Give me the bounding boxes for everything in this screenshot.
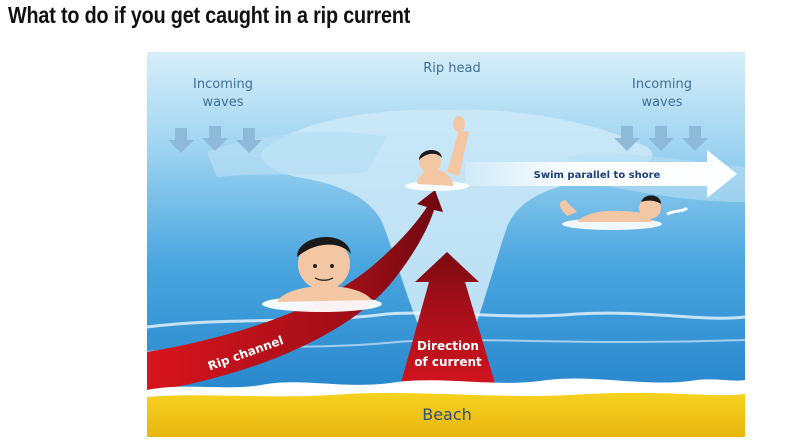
incoming-waves-right-label: Incoming	[632, 77, 692, 92]
incoming-waves-right-arrows	[614, 126, 708, 151]
direction-label: of current	[414, 355, 482, 369]
rip-current-diagram: Incoming waves Incoming waves Rip head S…	[147, 52, 745, 437]
rip-channel-arrow	[147, 190, 443, 392]
page-title: What to do if you get caught in a rip cu…	[8, 2, 411, 28]
rip-head-label: Rip head	[423, 61, 480, 76]
swimmer-rip-head-icon	[405, 116, 469, 191]
beach-label: Beach	[422, 405, 472, 424]
beach-sand	[147, 392, 745, 437]
incoming-waves-left-label: Incoming	[193, 77, 253, 92]
direction-of-current-arrow	[399, 252, 497, 390]
swimmer-parallel-icon	[559, 195, 689, 230]
direction-label: Direction	[417, 339, 479, 353]
swim-parallel-arrow	[465, 150, 737, 198]
swimmer-caught-icon	[262, 236, 382, 312]
swim-parallel-label: Swim parallel to shore	[534, 170, 661, 181]
incoming-waves-left-label: waves	[202, 95, 243, 110]
incoming-waves-right-label: waves	[641, 95, 682, 110]
incoming-waves-left-arrows	[168, 126, 262, 153]
